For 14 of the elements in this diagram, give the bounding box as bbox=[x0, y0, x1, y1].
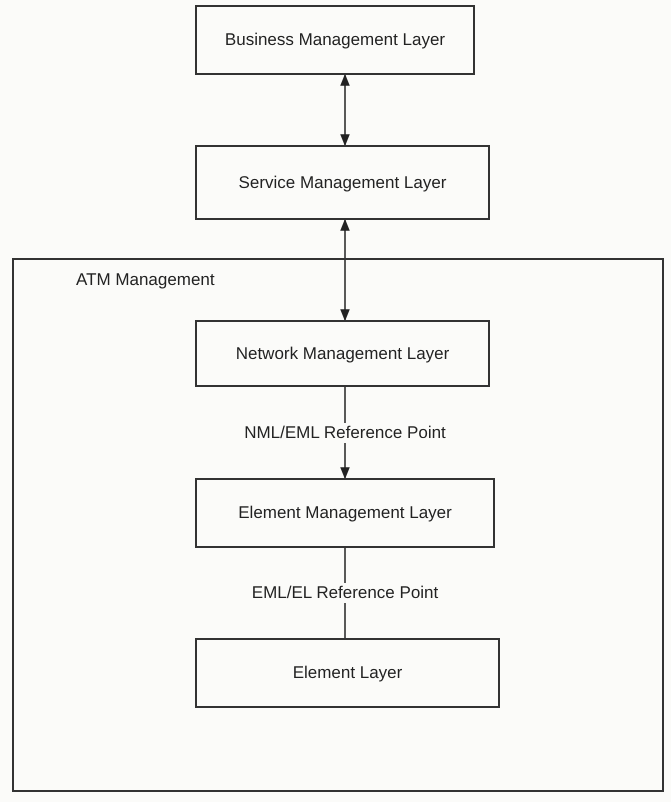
layer-label: Network Management Layer bbox=[234, 344, 450, 364]
layer-box bbox=[195, 320, 490, 387]
layer-label: Element Layer bbox=[292, 663, 404, 683]
layer-box bbox=[195, 638, 500, 708]
group-heading: ATM Management bbox=[76, 270, 215, 290]
layer-box bbox=[195, 478, 495, 548]
group-frame bbox=[12, 258, 664, 792]
layer-label: Business Management Layer bbox=[224, 30, 446, 50]
layer-label: Service Management Layer bbox=[238, 172, 448, 192]
connector bbox=[340, 218, 350, 322]
layer-label: Element Management Layer bbox=[237, 503, 453, 523]
connector bbox=[340, 74, 350, 146]
layer-box bbox=[195, 145, 490, 220]
layer-box bbox=[195, 5, 475, 75]
